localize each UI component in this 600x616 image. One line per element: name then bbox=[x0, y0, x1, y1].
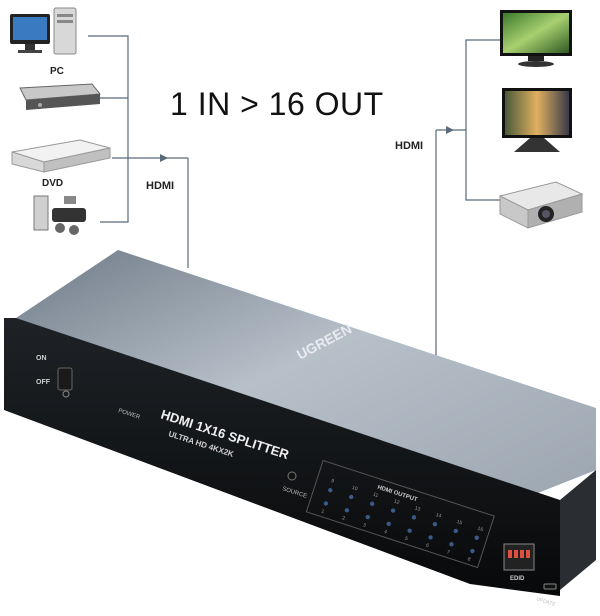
port-number: 13 bbox=[414, 505, 421, 512]
tv-icon bbox=[502, 88, 572, 152]
splitter-top-surface bbox=[16, 250, 596, 520]
hdmi-input-label: HDMI bbox=[146, 180, 175, 192]
port-number: 12 bbox=[393, 499, 400, 506]
tv-icon bbox=[500, 10, 572, 67]
power-switch[interactable] bbox=[57, 367, 73, 391]
port-number: 11 bbox=[372, 492, 379, 499]
source-button[interactable] bbox=[287, 471, 297, 481]
port-number: 16 bbox=[477, 526, 484, 533]
arrow-icon bbox=[160, 154, 168, 162]
port-number: 8 bbox=[467, 556, 472, 563]
port-number: 6 bbox=[425, 543, 430, 550]
headline: 1 IN > 16 OUT bbox=[170, 86, 384, 122]
right-connection-lines bbox=[435, 39, 500, 370]
pc-icon bbox=[10, 7, 77, 55]
splitter-side bbox=[560, 470, 596, 590]
projector-icon bbox=[498, 181, 584, 229]
update-port[interactable] bbox=[543, 583, 557, 590]
update-label: UPDATE bbox=[535, 596, 556, 608]
output-led-panel bbox=[305, 459, 495, 569]
port-number: 1 bbox=[320, 509, 325, 516]
output-port-numbers-bottom: 1 2 3 4 5 6 7 8 bbox=[320, 509, 471, 563]
port-number: 9 bbox=[330, 478, 335, 485]
port-number: 2 bbox=[341, 515, 346, 522]
splitter-front-face bbox=[4, 318, 560, 596]
pc-label: PC bbox=[50, 66, 64, 77]
output-port-numbers-top: 9 10 11 12 13 14 15 16 bbox=[330, 478, 484, 533]
port-number: 5 bbox=[404, 536, 409, 543]
switch-off-label: OFF bbox=[36, 379, 51, 386]
left-connection-lines bbox=[88, 35, 189, 268]
arrow-icon bbox=[446, 126, 454, 134]
port-number: 10 bbox=[351, 485, 358, 492]
port-number: 14 bbox=[435, 512, 442, 519]
port-number: 3 bbox=[362, 522, 367, 529]
port-number: 4 bbox=[383, 529, 388, 536]
dvd-player-icon bbox=[19, 83, 101, 110]
edid-label: EDID bbox=[510, 576, 525, 582]
edid-dip-switch[interactable] bbox=[503, 543, 535, 571]
game-console-icon bbox=[33, 195, 86, 235]
switch-on-label: ON bbox=[36, 355, 47, 362]
port-number: 7 bbox=[446, 549, 451, 556]
dvd-box-icon bbox=[11, 139, 111, 173]
power-led bbox=[62, 390, 70, 398]
hdmi-output-label: HDMI bbox=[395, 140, 424, 152]
dvd-label: DVD bbox=[42, 178, 64, 189]
port-number: 15 bbox=[456, 519, 463, 526]
output-leds bbox=[323, 487, 479, 554]
